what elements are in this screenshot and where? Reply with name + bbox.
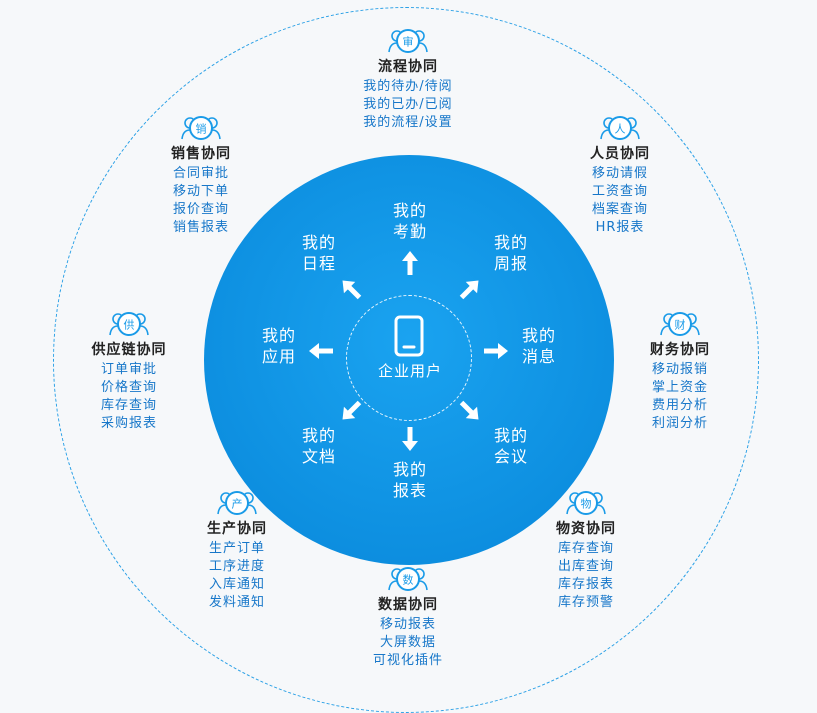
module-process[interactable]: 审流程协同我的待办/待阅我的已办/已阅我的流程/设置 (333, 25, 483, 132)
arrow-up-icon (402, 251, 418, 275)
badge-char: 审 (403, 35, 414, 49)
module-item[interactable]: 可视化插件 (372, 653, 443, 668)
module-item[interactable]: 库存报表 (557, 577, 614, 592)
module-item[interactable]: 价格查询 (100, 380, 157, 395)
module-data[interactable]: 数数据协同移动报表大屏数据可视化插件 (333, 563, 483, 670)
group-badge-icon: 销 (181, 116, 221, 140)
group-badge-icon: 供 (109, 312, 149, 336)
inner-item-documents[interactable]: 我的 文档 (301, 426, 336, 466)
badge-char: 数 (403, 574, 414, 587)
module-sales[interactable]: 销销售协同合同审批移动下单报价查询销售报表 (126, 112, 276, 237)
module-item[interactable]: 我的流程/设置 (363, 115, 453, 130)
arrow-right-icon (484, 343, 508, 359)
inner-item-schedule[interactable]: 我的 日程 (301, 233, 336, 273)
module-item[interactable]: 费用分析 (651, 398, 708, 413)
arrow-down-icon (402, 427, 418, 451)
badge-char: 物 (581, 497, 592, 511)
module-item-list: 移动报表大屏数据可视化插件 (333, 616, 483, 670)
module-personnel[interactable]: 人人员协同移动请假工资查询档案查询 HR报表 (545, 112, 695, 237)
inner-item-meetings[interactable]: 我的 会议 (493, 426, 528, 466)
group-badge-icon: 审 (388, 29, 428, 53)
module-supply[interactable]: 供供应链协同订单审批价格查询库存查询采购报表 (54, 308, 204, 433)
module-item[interactable]: 移动下单 (172, 184, 229, 199)
module-item[interactable]: 订单审批 (100, 362, 157, 377)
module-title: 数据协同 (378, 597, 438, 613)
module-title: 销售协同 (171, 146, 231, 162)
group-badge-icon: 数 (388, 567, 428, 591)
group-badge-icon: 人 (600, 116, 640, 140)
module-item[interactable]: 销售报表 (172, 220, 229, 235)
inner-item-messages[interactable]: 我的 消息 (521, 326, 556, 366)
module-item[interactable]: 大屏数据 (379, 635, 436, 650)
module-production[interactable]: 产生产协同生产订单工序进度入库通知发料通知 (162, 487, 312, 612)
inner-item-apps[interactable]: 我的 应用 (261, 326, 296, 366)
module-item[interactable]: 工资查询 (591, 184, 648, 199)
module-title: 财务协同 (650, 342, 710, 358)
module-item[interactable]: 入库通知 (208, 577, 265, 592)
module-item[interactable]: 掌上资金 (651, 380, 708, 395)
module-item[interactable]: 采购报表 (100, 416, 157, 431)
arrow-down-left-icon (342, 400, 362, 420)
badge-char: 人 (615, 123, 626, 136)
arrow-up-right-icon (459, 280, 479, 300)
badge-char: 财 (675, 318, 686, 332)
module-title: 生产协同 (207, 521, 267, 537)
group-badge-icon: 产 (217, 491, 257, 515)
module-item[interactable]: 移动请假 (591, 166, 648, 181)
group-badge-icon: 财 (660, 312, 700, 336)
module-item[interactable]: 我的已办/已阅 (363, 97, 453, 112)
module-title: 人员协同 (590, 146, 650, 162)
module-item[interactable]: 工序进度 (208, 559, 265, 574)
module-item[interactable]: 我的待办/待阅 (363, 79, 453, 94)
arrow-left-icon (309, 343, 333, 359)
module-item[interactable]: 利润分析 (651, 416, 708, 431)
module-item[interactable]: 出库查询 (557, 559, 614, 574)
module-item[interactable]: 库存查询 (557, 541, 614, 556)
module-item[interactable]: 库存预警 (557, 595, 614, 610)
module-item-list: 移动请假工资查询档案查询 HR报表 (545, 165, 695, 237)
module-item-list: 移动报销掌上资金费用分析利润分析 (605, 361, 755, 433)
group-badge-icon: 物 (566, 491, 606, 515)
module-item[interactable]: 合同审批 (172, 166, 229, 181)
inner-item-reports[interactable]: 我的 报表 (392, 460, 427, 500)
inner-dashed-ring (346, 295, 472, 421)
arrow-up-left-icon (342, 280, 362, 300)
arrow-down-right-icon (459, 400, 479, 420)
module-item[interactable]: 移动报销 (651, 362, 708, 377)
module-material[interactable]: 物物资协同库存查询出库查询库存报表库存预警 (511, 487, 661, 612)
module-item-list: 订单审批价格查询库存查询采购报表 (54, 361, 204, 433)
module-item[interactable]: 档案查询 (591, 202, 648, 217)
module-item-list: 合同审批移动下单报价查询销售报表 (126, 165, 276, 237)
center-label: 企业用户 (377, 362, 442, 380)
module-item[interactable]: HR报表 (595, 220, 645, 235)
module-item[interactable]: 生产订单 (208, 541, 265, 556)
module-title: 供应链协同 (91, 342, 167, 358)
module-item-list: 我的待办/待阅我的已办/已阅我的流程/设置 (333, 78, 483, 132)
inner-item-weekly-report[interactable]: 我的 周报 (493, 233, 528, 273)
module-finance[interactable]: 财财务协同移动报销掌上资金费用分析利润分析 (605, 308, 755, 433)
module-title: 流程协同 (378, 59, 438, 75)
module-item[interactable]: 报价查询 (172, 202, 229, 217)
module-item[interactable]: 库存查询 (100, 398, 157, 413)
tablet-icon (394, 315, 424, 357)
module-item-list: 库存查询出库查询库存报表库存预警 (511, 540, 661, 612)
module-item-list: 生产订单工序进度入库通知发料通知 (162, 540, 312, 612)
badge-char: 供 (124, 318, 135, 332)
badge-char: 产 (232, 497, 243, 511)
module-item[interactable]: 移动报表 (379, 617, 436, 632)
inner-item-attendance[interactable]: 我的 考勤 (392, 201, 427, 241)
module-title: 物资协同 (556, 521, 616, 537)
badge-char: 销 (196, 122, 207, 136)
module-item[interactable]: 发料通知 (208, 595, 265, 610)
